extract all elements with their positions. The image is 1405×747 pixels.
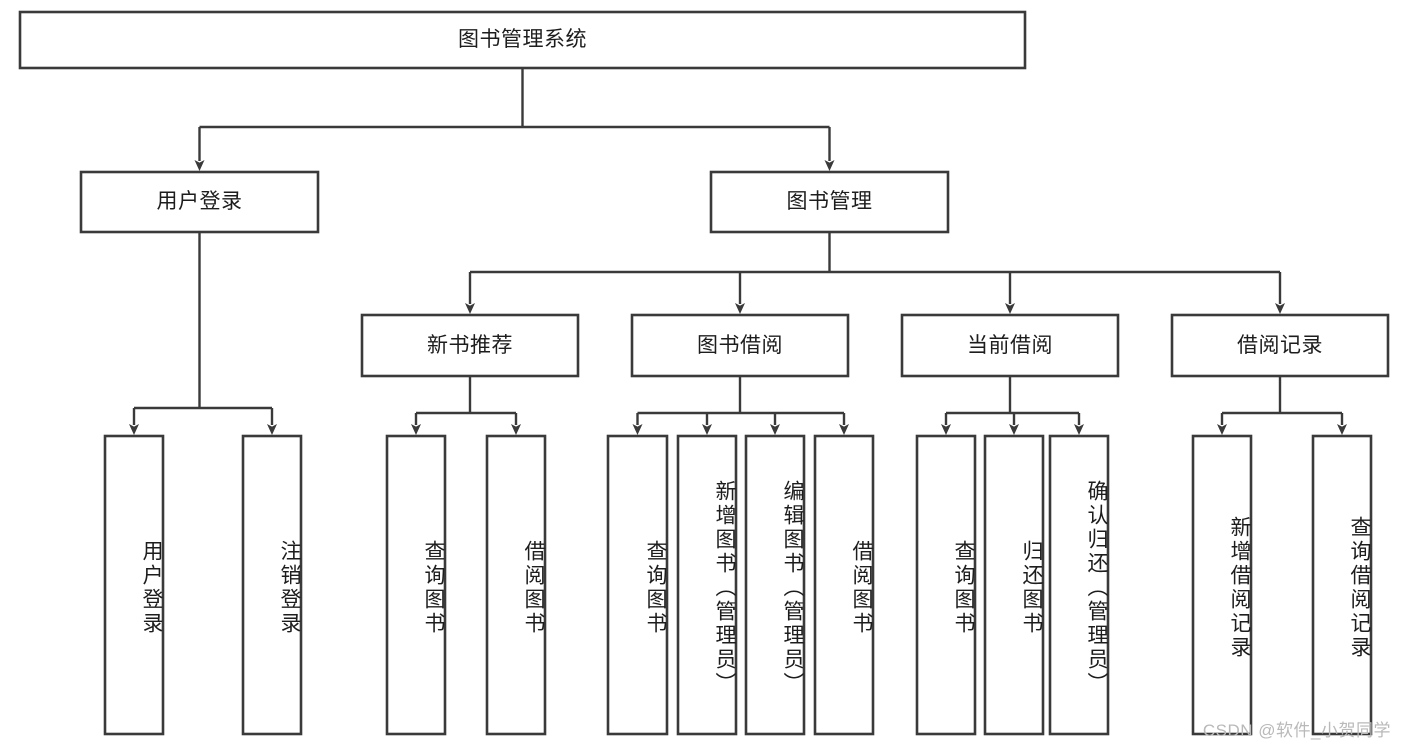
- node-box-leaf-edit-book: [744, 434, 806, 736]
- node-box-new-book-recommend: [360, 313, 580, 378]
- node-box-book-borrow: [630, 313, 850, 378]
- node-box-leaf-borrow-book-rec: [485, 434, 547, 736]
- node-box-leaf-add-book: [676, 434, 738, 736]
- node-box-leaf-query-book-current: [915, 434, 977, 736]
- node-box-leaf-user-login: [103, 434, 165, 736]
- node-box-leaf-confirm-return: [1048, 434, 1110, 736]
- node-box-root: [18, 10, 1027, 70]
- node-box-user-login: [79, 170, 320, 234]
- connector-layer: [129, 68, 1347, 435]
- node-box-leaf-borrow-book: [813, 434, 875, 736]
- node-box-leaf-add-record: [1191, 434, 1253, 736]
- node-box-current-borrow: [900, 313, 1120, 378]
- node-box-leaf-return-book: [983, 434, 1045, 736]
- node-box-layer: [18, 10, 1390, 736]
- node-box-leaf-logout: [241, 434, 303, 736]
- node-box-book-manage: [709, 170, 950, 234]
- node-box-leaf-query-book-rec: [385, 434, 447, 736]
- node-box-borrow-record: [1170, 313, 1390, 378]
- watermark-text: CSDN @软件_小贺同学: [1202, 721, 1391, 740]
- node-box-leaf-query-book-borrow: [606, 434, 669, 736]
- node-box-leaf-query-record: [1311, 434, 1373, 736]
